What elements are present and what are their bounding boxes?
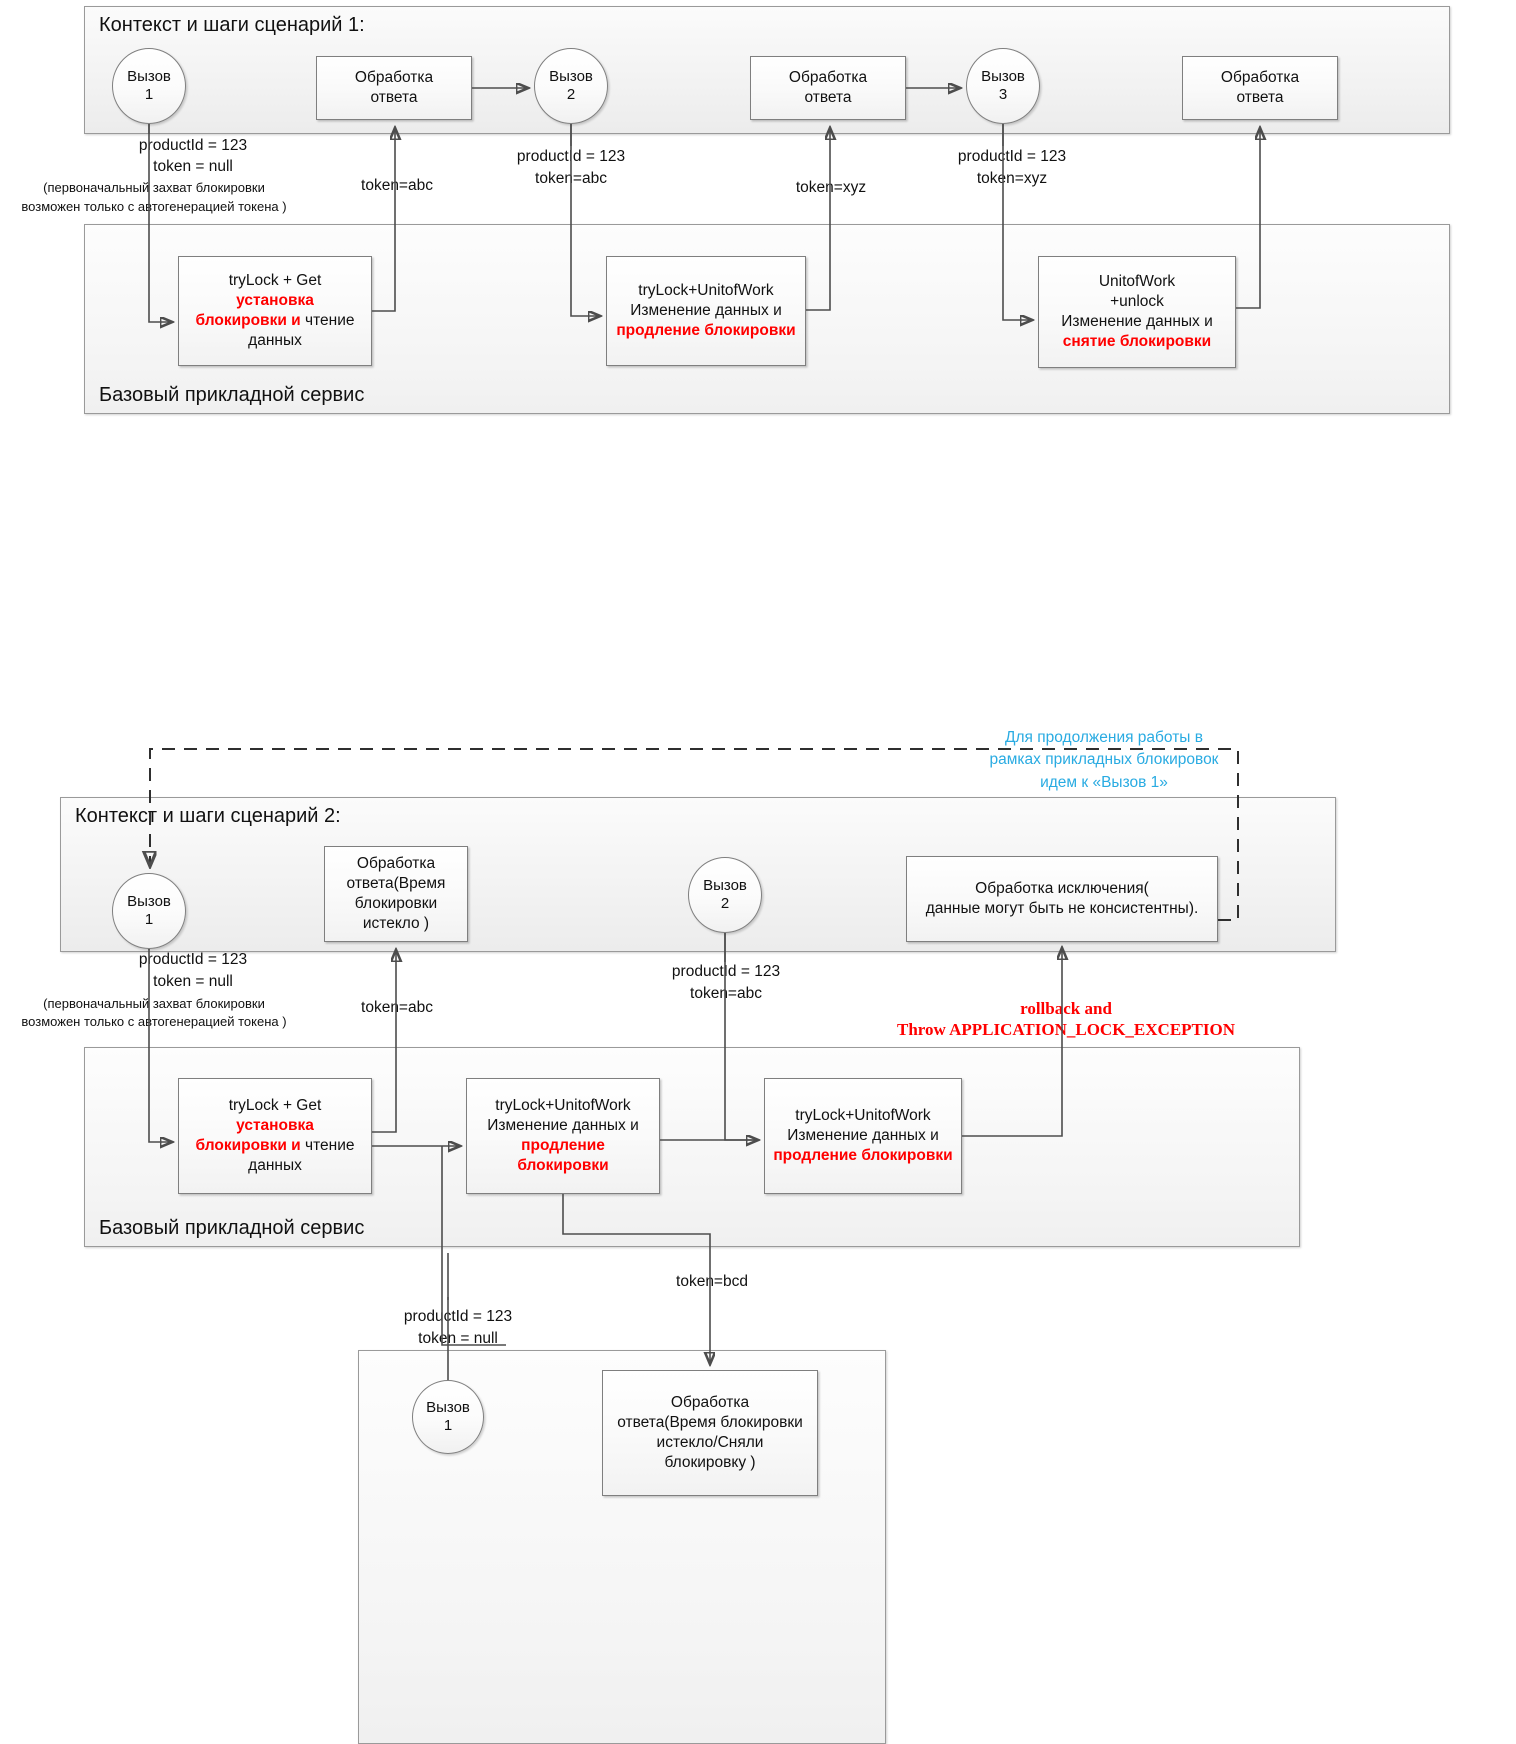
s1-call-1-name: Вызов (127, 68, 171, 85)
s2-sbox-2-l2: Изменение данных и (487, 1117, 639, 1135)
s2-call1-token-label: token = null (153, 973, 233, 990)
scenario2-cyan-annotation: Для продолжения работы в рамках прикладн… (989, 729, 1219, 791)
s2-call2-token-label: token=abc (690, 985, 762, 1002)
s1-call1-token-label: token = null (153, 158, 233, 175)
s2-sbox-1-l2: установка (236, 1117, 314, 1135)
s1-call-3-num: 3 (998, 86, 1008, 103)
scenario2-service-title: Базовый прикладной сервис (99, 1217, 365, 1239)
s2-exc-l1: Обработка исключения( (975, 880, 1149, 898)
s1-call3-product-label: productId = 123 (957, 148, 1067, 165)
scenario1-service-title: Базовый прикладной сервис (99, 384, 365, 406)
s2-resp-l4: истекло ) (362, 914, 430, 932)
s1-resp2-token-label: token=xyz (795, 179, 867, 196)
s2-bottom-token-label: token=bcd (676, 1273, 748, 1290)
s2-sbox-1-l4: данных (248, 1156, 302, 1174)
s1-call2-token-label: token=abc (535, 170, 607, 187)
s1-sbox-2-l1: tryLock+UnitofWork (638, 282, 774, 300)
s2-call2-product-label: productId = 123 (671, 963, 781, 980)
s1-resp-3-l2: ответа (1236, 89, 1284, 106)
s1-resp-1-l2: ответа (370, 89, 418, 106)
s2-call1-note-line2: возможен только с автогенерацией токена … (21, 1014, 287, 1029)
s1-sbox-1-l3b: чтение (300, 312, 355, 329)
s2-rollback-line1: rollback and (1020, 999, 1112, 1018)
s2-bottom-product-label: productId = 123 (403, 1308, 513, 1325)
s2-sbox-1-l3b: чтение (300, 1137, 355, 1154)
s1-sbox-2-l3: продление блокировки (616, 321, 796, 339)
s1-call1-note-line2: возможен только с автогенерацией токена … (21, 199, 287, 214)
s2-resp-token-label: token=abc (361, 999, 433, 1016)
s2-call-2-name: Вызов (703, 877, 747, 894)
s1-sbox-1-l3a: блокировки и (195, 312, 301, 329)
s2-sbox-2-l3: продление (521, 1137, 605, 1154)
s2-call-1-num: 1 (144, 911, 154, 928)
s2-bottom-null-label: token = null (418, 1330, 498, 1347)
s1-call1-note-line1: (первоначальный захват блокировки (43, 180, 265, 195)
s2-sbox-3-l3: продление блокировки (773, 1146, 953, 1164)
s1-call-2-num: 2 (566, 86, 576, 103)
s1-call-3[interactable]: Вызов 3 (966, 48, 1040, 124)
s1-response-box-3[interactable]: Обработка ответа (1182, 56, 1338, 120)
s1-sbox-3-l1: UnitofWork (1098, 273, 1176, 291)
s1-call-1-num: 1 (144, 86, 154, 103)
s2-call-1[interactable]: Вызов 1 (112, 873, 186, 949)
s1-resp-1-l1: Обработка (354, 69, 434, 87)
scenario1-title: Контекст и шаги сценарий 1: (99, 14, 365, 36)
s1-resp-2-l2: ответа (804, 89, 852, 106)
s1-sbox-1-l4: данных (248, 331, 302, 349)
s2-call1-product-label: productId = 123 (138, 951, 248, 968)
s2-bottom-resp-l2: ответа(Время блокировки (617, 1414, 803, 1432)
s2-resp-l2: ответа(Время (346, 875, 446, 893)
s2-resp-l1: Обработка (356, 855, 436, 873)
s1-response-box-2[interactable]: Обработка ответа (750, 56, 906, 120)
s2-bottom-call-num: 1 (443, 1417, 453, 1434)
s2-service-box-3[interactable]: tryLock+UnitofWork Изменение данных и пр… (764, 1078, 962, 1194)
s1-sbox-1-l1: tryLock + Get (228, 272, 322, 290)
s1-call-1[interactable]: Вызов 1 (112, 48, 186, 124)
s2-call-2-num: 2 (720, 895, 730, 912)
s1-call-3-name: Вызов (981, 68, 1025, 85)
s2-sbox-2-l4: блокировки (517, 1156, 609, 1174)
s2-bottom-call-1[interactable]: Вызов 1 (412, 1380, 484, 1454)
s2-sbox-1-l1: tryLock + Get (228, 1097, 322, 1115)
s2-resp-l3: блокировки (354, 895, 438, 912)
s2-rollback-line2: Throw APPLICATION_LOCK_EXCEPTION (897, 1020, 1235, 1039)
s2-service-box-1[interactable]: tryLock + Get установка блокировки и чте… (178, 1078, 372, 1194)
s2-call-1-name: Вызов (127, 893, 171, 910)
s1-sbox-3-l4: снятие блокировки (1062, 332, 1212, 350)
s1-sbox-3-l2: +unlock (1110, 293, 1164, 311)
s2-bottom-call-name: Вызов (426, 1399, 470, 1416)
s2-call-2[interactable]: Вызов 2 (688, 857, 762, 933)
s2-exc-l2: данные могут быть не консистентны). (925, 900, 1199, 917)
s2-call1-note-line1: (первоначальный захват блокировки (43, 996, 265, 1011)
s1-service-box-2[interactable]: tryLock+UnitofWork Изменение данных и пр… (606, 256, 806, 366)
s1-call-2[interactable]: Вызов 2 (534, 48, 608, 124)
s1-call1-product-label: productId = 123 (138, 137, 248, 154)
s1-call2-product-label: productId = 123 (516, 148, 626, 165)
s1-resp-3-l1: Обработка (1220, 69, 1300, 87)
s2-bottom-resp-l1: Обработка (670, 1394, 750, 1412)
scenario2-title: Контекст и шаги сценарий 2: (75, 805, 341, 827)
s1-sbox-1-l2: установка (236, 292, 314, 310)
s1-response-box-1[interactable]: Обработка ответа (316, 56, 472, 120)
s1-resp-2-l1: Обработка (788, 69, 868, 87)
s1-service-box-1[interactable]: tryLock + Get установка блокировки и чте… (178, 256, 372, 366)
s1-resp1-token-label: token=abc (361, 177, 433, 194)
s2-sbox-3-l2: Изменение данных и (787, 1127, 939, 1145)
s1-call3-token-label: token=xyz (976, 170, 1048, 187)
s2-response-box[interactable]: Обработка ответа(Время блокировки истекл… (324, 846, 468, 942)
s2-sbox-1-l3a: блокировки и (195, 1137, 301, 1154)
s2-sbox-3-l1: tryLock+UnitofWork (795, 1107, 931, 1125)
s1-sbox-2-l2: Изменение данных и (630, 302, 782, 320)
s1-sbox-3-l3: Изменение данных и (1061, 313, 1213, 330)
s2-service-box-2[interactable]: tryLock+UnitofWork Изменение данных и пр… (466, 1078, 660, 1194)
s2-sbox-2-l1: tryLock+UnitofWork (495, 1097, 631, 1115)
s2-exception-box[interactable]: Обработка исключения( данные могут быть … (906, 856, 1218, 942)
s1-call-2-name: Вызов (549, 68, 593, 85)
s2-bottom-response-box[interactable]: Обработка ответа(Время блокировки истекл… (602, 1370, 818, 1496)
s1-service-box-3[interactable]: UnitofWork +unlock Изменение данных и сн… (1038, 256, 1236, 368)
s2-bottom-resp-l3: истекло/Сняли (656, 1434, 764, 1451)
s2-bottom-resp-l4: блокировку ) (664, 1453, 756, 1471)
